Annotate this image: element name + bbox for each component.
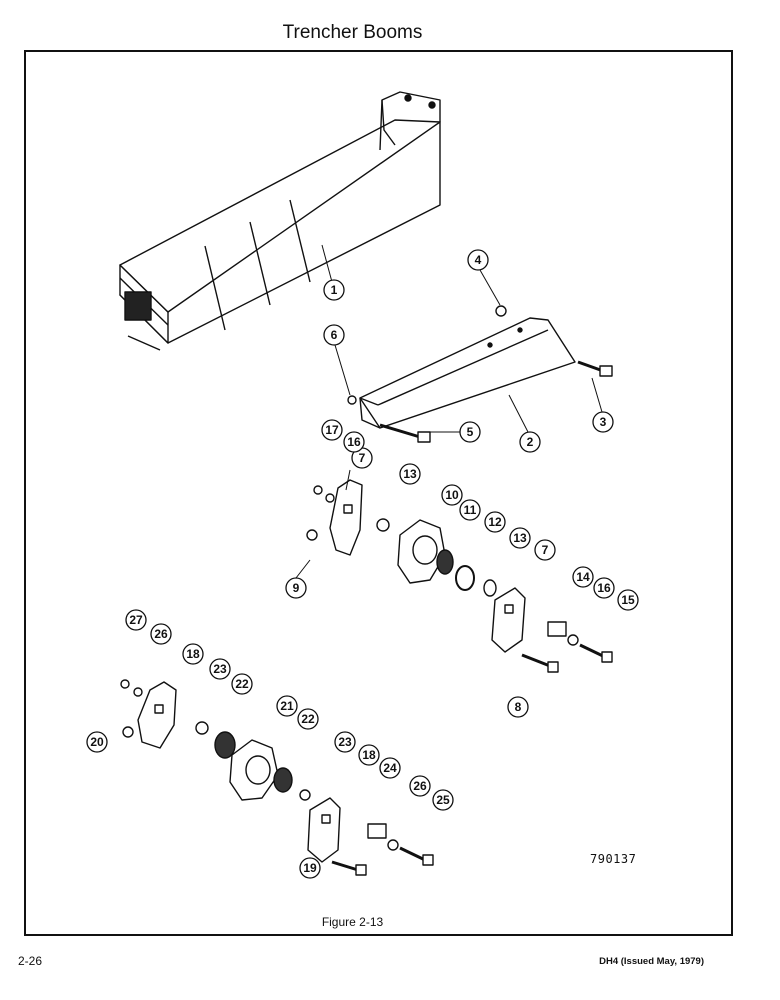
callout-15: 15 [621, 593, 635, 607]
bracket-hardware [347, 305, 613, 443]
callout-16: 16 [597, 581, 611, 595]
callout-6: 6 [331, 328, 338, 342]
lower-drive-assembly [120, 679, 434, 876]
callout-7: 7 [359, 451, 366, 465]
callout-21: 21 [280, 699, 294, 713]
callout-26: 26 [413, 779, 427, 793]
callout-22: 22 [235, 677, 249, 691]
callout-18: 18 [186, 647, 200, 661]
callout-13: 13 [403, 467, 417, 481]
callout-3: 3 [600, 415, 607, 429]
leader-lines [295, 244, 603, 579]
callout-5: 5 [467, 425, 474, 439]
callout-23: 23 [338, 735, 352, 749]
callout-26: 26 [154, 627, 168, 641]
callout-2: 2 [527, 435, 534, 449]
support-bracket [359, 317, 576, 429]
callout-11: 11 [464, 503, 477, 517]
callout-8: 8 [515, 700, 522, 714]
callout-23: 23 [213, 662, 227, 676]
callout-17: 17 [325, 423, 339, 437]
callout-20: 20 [90, 735, 104, 749]
figure-caption: Figure 2-13 [321, 915, 384, 929]
upper-drive-assembly [306, 479, 613, 673]
callout-27: 27 [129, 613, 143, 627]
figure-frame [24, 50, 733, 936]
callout-13: 13 [513, 531, 527, 545]
callout-4: 4 [475, 253, 482, 267]
callout-12: 12 [488, 515, 502, 529]
page-number: 2-26 [18, 954, 43, 968]
callout-24: 24 [383, 761, 397, 775]
callout-circles [86, 249, 639, 879]
callout-19: 19 [303, 861, 317, 875]
callout-9: 9 [293, 581, 300, 595]
callout-7: 7 [542, 543, 549, 557]
drawing-number: 790137 [590, 852, 637, 866]
callout-25: 25 [436, 793, 450, 807]
callout-1: 1 [331, 283, 338, 297]
publication-reference: DH4 (Issued May, 1979) [599, 956, 704, 967]
callout-18: 18 [362, 748, 376, 762]
page-title: Trencher Booms [282, 22, 423, 43]
boom-assembly [119, 91, 441, 351]
callout-16: 16 [347, 435, 361, 449]
callout-14: 14 [576, 570, 590, 584]
callout-10: 10 [445, 488, 459, 502]
callout-22: 22 [301, 712, 315, 726]
